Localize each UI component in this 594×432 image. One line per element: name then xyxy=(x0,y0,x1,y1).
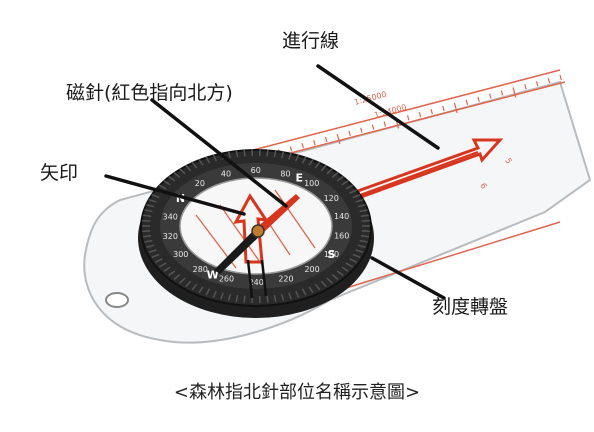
label-rotating-dial: 刻度轉盤 xyxy=(432,292,508,319)
dial-degree-label: 120 xyxy=(324,194,339,203)
dial-cardinal-e: E xyxy=(296,171,304,184)
dial-degree-label: 280 xyxy=(193,265,208,274)
ruler-tick xyxy=(490,94,491,99)
knurl-tick xyxy=(143,215,151,216)
knurl-tick xyxy=(267,149,268,156)
ruler-tick xyxy=(443,106,444,111)
dial-degree-label: 200 xyxy=(304,265,319,274)
ruler-tick xyxy=(525,84,526,89)
dial-degree-label: 60 xyxy=(251,166,261,175)
dial-degree-label: 20 xyxy=(195,179,205,188)
knurl-tick xyxy=(244,149,245,156)
dial-degree-label: 320 xyxy=(163,232,178,241)
label-magnetic-needle: 磁針(紅色指向北方) xyxy=(66,78,233,105)
ruler-tick xyxy=(361,128,362,133)
ruler-tick xyxy=(478,97,479,102)
ruler-tick xyxy=(302,143,303,148)
knurl-tick xyxy=(244,296,245,303)
dial-degree-label: 220 xyxy=(278,275,293,284)
ruler-tick xyxy=(290,146,291,151)
ruler-tick xyxy=(431,109,432,114)
ruler-tick xyxy=(560,75,561,80)
dial-degree-label: 300 xyxy=(173,250,188,259)
ruler-tick xyxy=(548,78,549,83)
ruler-tick xyxy=(501,91,502,96)
ruler-tick xyxy=(419,112,420,117)
knurl-tick xyxy=(267,296,268,303)
label-arrow: 矢印 xyxy=(40,158,78,185)
dial-cardinal-s: S xyxy=(327,248,335,261)
label-direction-line: 進行線 xyxy=(282,26,339,53)
ruler-tick xyxy=(314,140,315,145)
ruler-tick xyxy=(466,100,467,105)
ruler-tick xyxy=(372,125,373,130)
dial-degree-label: 80 xyxy=(280,169,290,178)
dial-degree-label: 100 xyxy=(304,179,319,188)
dial-degree-label: 260 xyxy=(219,275,234,284)
knurl-tick xyxy=(361,236,369,237)
dial-degree-label: 340 xyxy=(163,212,178,221)
dial-degree-label: 160 xyxy=(334,232,349,241)
knurl-tick xyxy=(361,215,369,216)
ruler-tick xyxy=(349,131,350,136)
diagram-caption: <森林指北針部位名稱示意圖> xyxy=(0,378,594,404)
ruler-tick xyxy=(326,137,327,142)
ruler-tick xyxy=(537,81,538,86)
ruler-tick xyxy=(408,115,409,120)
dial-degree-label: 140 xyxy=(334,212,349,221)
ruler-tick xyxy=(384,122,385,127)
knurl-tick xyxy=(143,236,151,237)
dial-degree-label: 40 xyxy=(221,169,231,178)
lanyard-hole xyxy=(106,293,128,307)
